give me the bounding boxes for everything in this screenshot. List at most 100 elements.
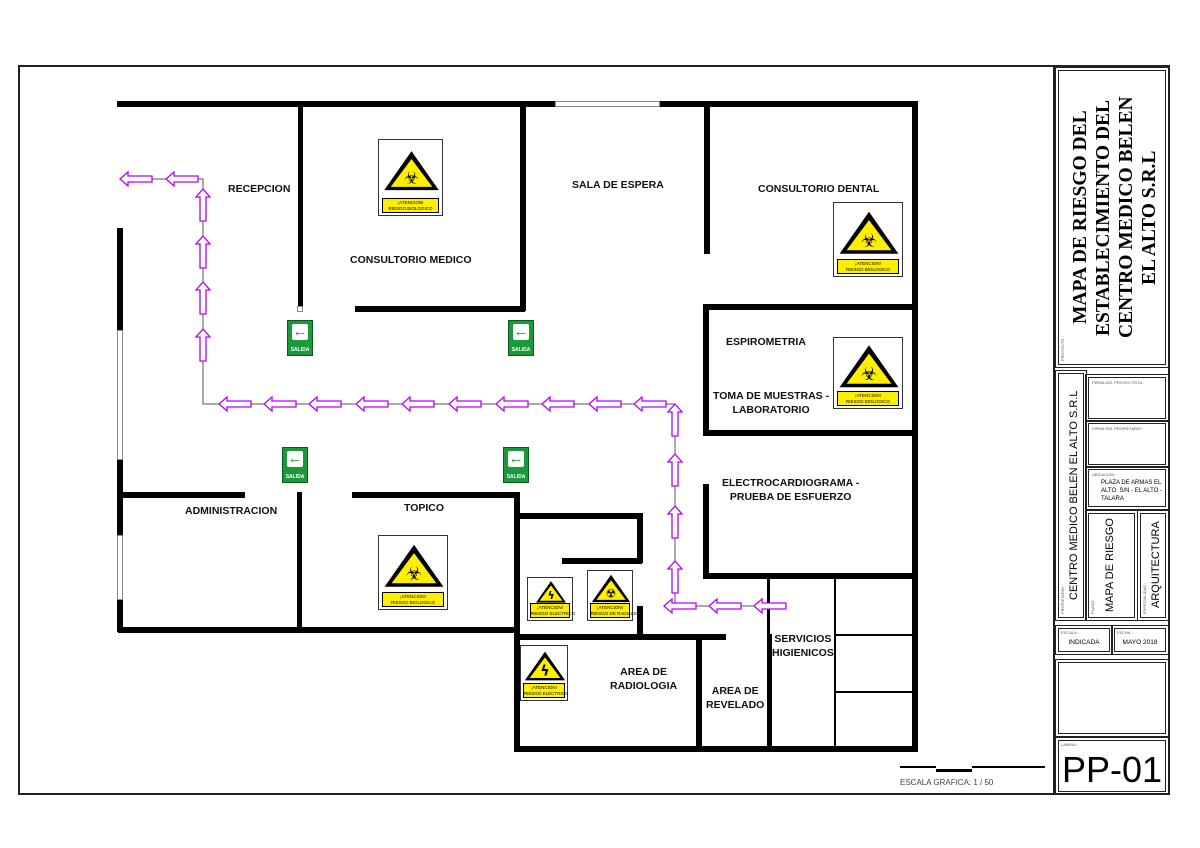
warning-sign-biologico: ☣¡ATENCION! RIESGO BIOLOGICO bbox=[833, 202, 903, 277]
wall bbox=[355, 306, 525, 312]
svg-text:☢: ☢ bbox=[606, 587, 617, 601]
svg-text:ϟ: ϟ bbox=[547, 589, 554, 602]
evacuation-arrow-up bbox=[666, 403, 684, 437]
propietario-label: PROPIETARIO : bbox=[1060, 584, 1065, 614]
wall bbox=[912, 101, 918, 752]
ubicacion-box: UBICACION : PLAZA DE ARMAS EL ALTO S/N -… bbox=[1085, 466, 1169, 510]
lamina-box: LAMINA : PP-01 bbox=[1055, 737, 1169, 795]
escala-value: INDICADA bbox=[1068, 639, 1100, 646]
route-line bbox=[120, 178, 785, 607]
wall bbox=[514, 513, 642, 519]
room-consultorio-dental: CONSULTORIO DENTAL bbox=[758, 183, 880, 195]
firma-propietario-label: FIRMA DEL PROPIETARIO : bbox=[1092, 426, 1144, 431]
wall bbox=[118, 627, 518, 633]
wall bbox=[637, 606, 643, 640]
wall bbox=[514, 492, 520, 752]
wall bbox=[514, 634, 726, 640]
sign-text: ¡ATENCION! RIESGO ELECTRICO bbox=[529, 603, 575, 618]
evacuation-arrow-left bbox=[663, 597, 697, 615]
warning-sign-biologico: ☣¡ATENCION! RIESGO BIOLOGICO bbox=[378, 139, 443, 216]
room-revelado: AREA DE REVELADO bbox=[706, 685, 765, 711]
firma-proyectista-label: FIRMA DEL PROYECTISTA : bbox=[1092, 380, 1145, 385]
sign-text: ¡ATENCION! RIESGO BIOLOGICO bbox=[381, 592, 445, 607]
window bbox=[117, 330, 123, 460]
room-espirometria: ESPIROMETRIA bbox=[726, 336, 806, 348]
fecha-label: FECHA : bbox=[1117, 630, 1133, 635]
room-consultorio-medico: CONSULTORIO MEDICO bbox=[350, 254, 472, 266]
ubicacion-label: UBICACION : bbox=[1092, 472, 1117, 477]
svg-text:☣: ☣ bbox=[406, 564, 422, 585]
window bbox=[117, 535, 123, 600]
wall bbox=[703, 304, 709, 435]
evacuation-arrow-up bbox=[194, 235, 212, 269]
blank-box bbox=[1055, 659, 1169, 737]
plano-value: MAPA DE RIESGO bbox=[1104, 518, 1116, 612]
arrow-left-icon: ← bbox=[513, 323, 529, 340]
warning-sign-radiacion: ☢¡ATENCION! RIESGO DE RADIACION bbox=[587, 570, 642, 621]
evacuation-arrow-left bbox=[218, 395, 252, 413]
wall bbox=[637, 513, 643, 563]
warning-sign-biologico: ☣ ¡ATENCION! RIESGO BIOLOGICO bbox=[833, 337, 903, 409]
room-recepcion: RECEPCION bbox=[228, 183, 291, 195]
especialidad-box: ESPECIALIDAD : ARQUITECTURA bbox=[1137, 510, 1169, 621]
firma-propietario-box: FIRMA DEL PROPIETARIO : bbox=[1085, 420, 1169, 468]
wall bbox=[703, 304, 918, 310]
room-servicios-higienicos: SERVICIOS HIGIENICOS bbox=[772, 633, 834, 659]
escala-box: ESCALA : INDICADA bbox=[1055, 625, 1113, 655]
electrico-hazard-icon: ϟ bbox=[524, 651, 566, 681]
ubicacion-value: PLAZA DE ARMAS EL ALTO S/N - EL ALTO - T… bbox=[1101, 480, 1163, 502]
biologico-hazard-icon: ☣ bbox=[384, 544, 444, 587]
sign-text: ¡ATENCION! RIESGO BIOLOGICO bbox=[836, 391, 900, 406]
biologico-hazard-icon: ☣ bbox=[384, 151, 439, 191]
proyecto-label: PROYECTO : bbox=[1060, 336, 1065, 361]
sheet-border bbox=[18, 65, 1170, 795]
evacuation-arrow-up bbox=[666, 560, 684, 594]
evacuation-arrow-left bbox=[165, 170, 199, 188]
evacuation-arrow-up bbox=[666, 505, 684, 539]
title-block-divider bbox=[1053, 65, 1055, 795]
wall bbox=[118, 492, 245, 498]
window bbox=[555, 101, 660, 107]
lamina-label: LAMINA : bbox=[1061, 742, 1078, 747]
wall bbox=[834, 634, 914, 636]
lamina-value: PP-01 bbox=[1061, 749, 1163, 790]
room-radiologia: AREA DE RADIOLOGIA bbox=[610, 666, 678, 692]
wall bbox=[352, 492, 518, 498]
window bbox=[297, 306, 303, 312]
propietario-value: CENTRO MEDICO BELEN EL ALTO S.R.L bbox=[1068, 390, 1080, 600]
plano-label: PLANO : bbox=[1090, 598, 1095, 614]
evacuation-arrow-left bbox=[308, 395, 342, 413]
warning-sign-biologico: ☣ ¡ATENCION! RIESGO BIOLOGICO bbox=[378, 535, 448, 610]
svg-text:ϟ: ϟ bbox=[540, 664, 550, 680]
arrow-left-icon: ← bbox=[292, 323, 308, 340]
especialidad-value: ARQUITECTURA bbox=[1150, 521, 1162, 609]
svg-text:☣: ☣ bbox=[861, 231, 877, 252]
wall bbox=[703, 573, 918, 579]
arrow-left-icon: ← bbox=[287, 450, 303, 467]
wall bbox=[704, 101, 710, 254]
room-administracion: ADMINISTRACION bbox=[185, 505, 278, 517]
plano-box: PLANO : MAPA DE RIESGO bbox=[1085, 510, 1138, 621]
wall bbox=[562, 558, 642, 564]
evacuation-arrow-left bbox=[119, 170, 153, 188]
exit-sign: ← SALIDA bbox=[508, 320, 534, 356]
room-sala-espera: SALA DE ESPERA bbox=[572, 179, 664, 191]
wall bbox=[703, 430, 918, 436]
biologico-hazard-icon: ☣ bbox=[839, 345, 899, 388]
wall bbox=[298, 101, 303, 311]
evacuation-arrow-left bbox=[708, 597, 742, 615]
exit-sign: ←SALIDA bbox=[503, 447, 529, 483]
exit-sign-text: SALIDA bbox=[511, 347, 531, 353]
room-electrocardiograma: ELECTROCARDIOGRAMA - PRUEBA DE ESFUERZO bbox=[722, 477, 860, 503]
evacuation-arrow-left bbox=[633, 395, 667, 413]
wall bbox=[514, 746, 918, 752]
evacuation-arrow-left bbox=[448, 395, 482, 413]
evacuation-arrow-up bbox=[194, 188, 212, 222]
fecha-box: FECHA : MAYO 2018 bbox=[1111, 625, 1169, 655]
evacuation-arrow-left bbox=[495, 395, 529, 413]
warning-sign-electrico: ϟ¡ATENCION! RIESGO ELECTRICO bbox=[527, 577, 575, 621]
electrico-hazard-icon: ϟ bbox=[536, 581, 566, 603]
firma-proyectista-box: FIRMA DEL PROYECTISTA : bbox=[1085, 374, 1169, 422]
